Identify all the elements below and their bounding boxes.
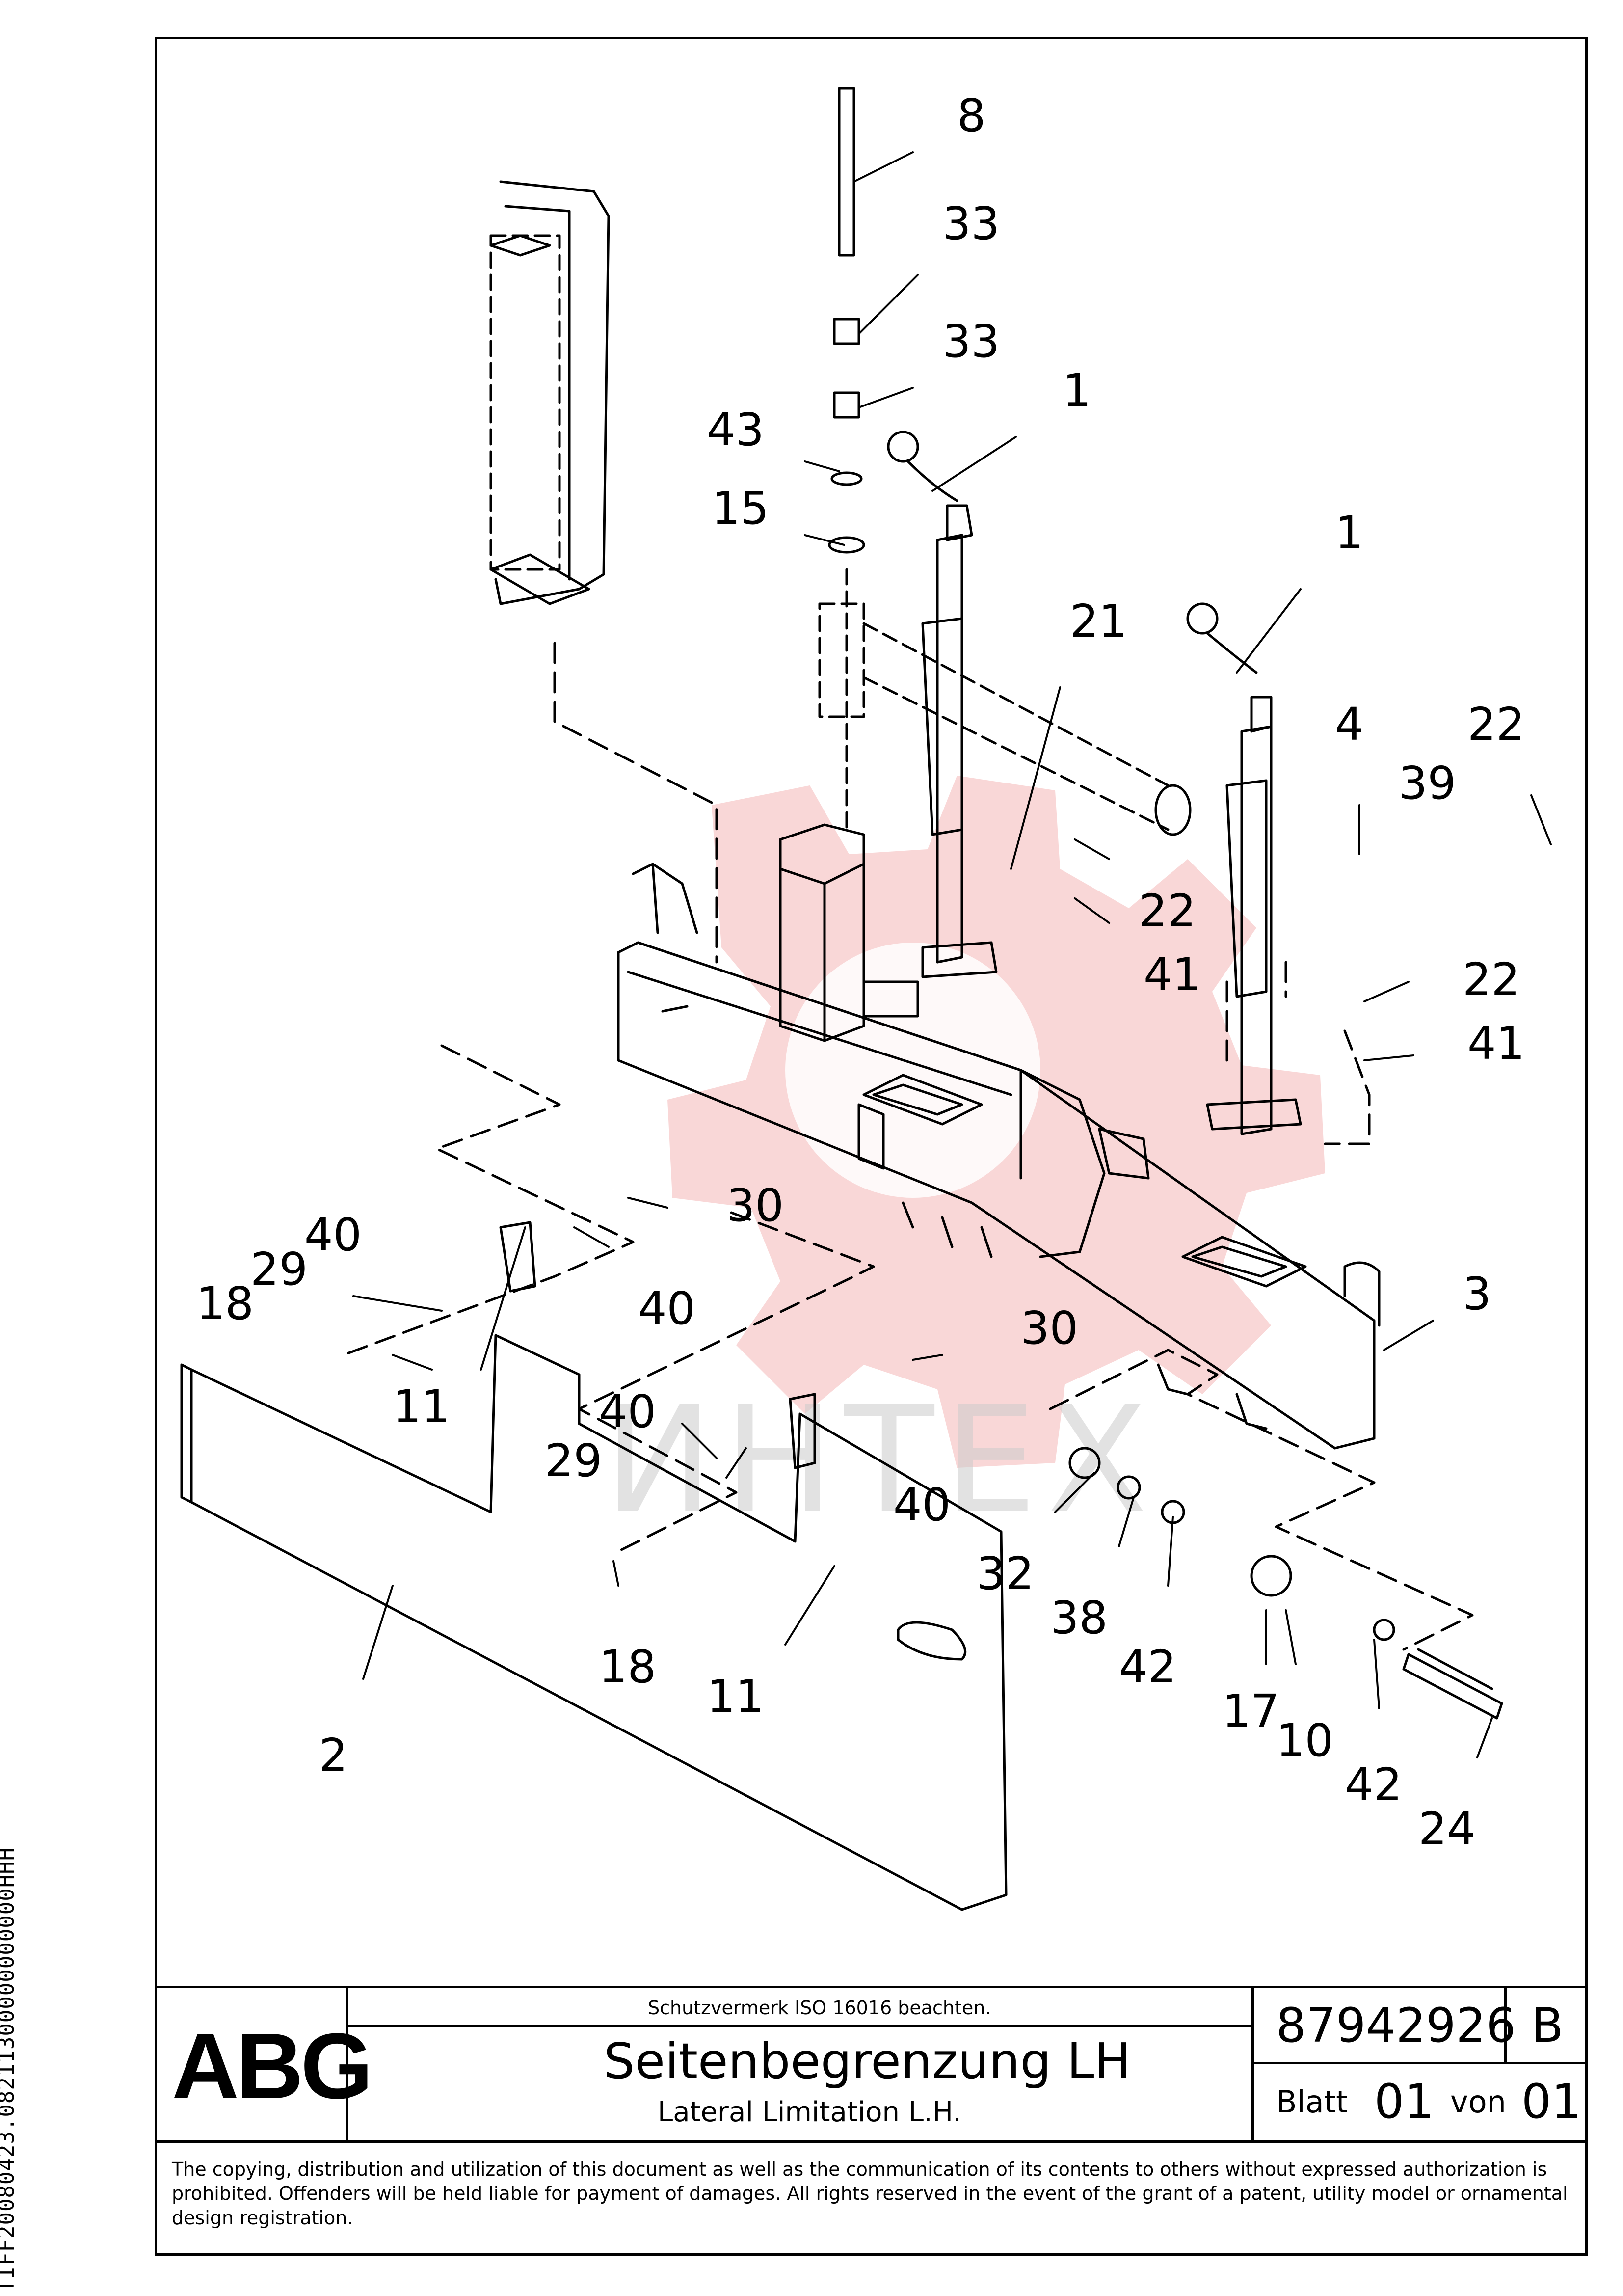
- title-en: Lateral Limitation L.H.: [658, 2096, 961, 2128]
- sheet-total: 01: [1521, 2074, 1582, 2129]
- part-number: 87942926: [1276, 1998, 1516, 2053]
- callout-40: 40: [304, 1209, 362, 1261]
- callout-15: 15: [712, 482, 770, 535]
- callout-39: 39: [1399, 757, 1457, 810]
- callout-41: 41: [1467, 1017, 1525, 1070]
- callout-33: 33: [942, 197, 1000, 250]
- title-block-part-divider: [1251, 1986, 1254, 2142]
- callout-43: 43: [707, 404, 765, 456]
- post-1: [887, 431, 998, 978]
- sheet-number: 01: [1374, 2074, 1435, 2129]
- callout-11: 11: [393, 1380, 451, 1433]
- callout-1: 1: [1063, 364, 1091, 417]
- guide-lines: [342, 642, 1474, 1651]
- callout-40: 40: [599, 1385, 657, 1438]
- callout-10: 10: [1276, 1714, 1334, 1767]
- callout-30: 30: [1021, 1302, 1079, 1354]
- callout-18: 18: [599, 1641, 657, 1693]
- callout-3: 3: [1463, 1268, 1491, 1320]
- callout-42: 42: [1119, 1641, 1177, 1693]
- callout-2: 2: [319, 1729, 348, 1782]
- title-block-copyright-line: [155, 2140, 1588, 2143]
- callout-22: 22: [1463, 953, 1520, 1006]
- callout-29: 29: [545, 1434, 603, 1487]
- leader-lines: [352, 151, 1552, 1758]
- pin-8: [828, 87, 865, 836]
- hinge-11: [499, 1221, 816, 1469]
- title-block-rev-divider: [1504, 1986, 1507, 2063]
- callout-33: 33: [942, 315, 1000, 368]
- callout-40: 40: [638, 1282, 696, 1335]
- loose-parts: [1068, 1447, 1503, 1720]
- callout-42: 42: [1345, 1758, 1403, 1811]
- of-label: von: [1450, 2084, 1506, 2120]
- drawing-frame: [155, 37, 1588, 2256]
- left-bracket: [489, 180, 610, 605]
- callout-30: 30: [726, 1179, 784, 1232]
- callout-4: 4: [1335, 698, 1364, 751]
- callout-1: 1: [1335, 507, 1364, 559]
- callout-11: 11: [707, 1670, 765, 1723]
- title-block-logo-divider: [346, 1986, 348, 2142]
- sheet-label: Blatt: [1276, 2084, 1348, 2120]
- watermark-text: ИНТЕХ: [604, 1375, 1158, 1546]
- callout-21: 21: [1070, 595, 1128, 648]
- callout-22: 22: [1467, 698, 1525, 751]
- title-de: Seitenbegrenzung LH: [604, 2032, 1131, 2090]
- callout-38: 38: [1050, 1592, 1108, 1644]
- callout-29: 29: [250, 1243, 308, 1296]
- title-block-top-line: [155, 1986, 1588, 1988]
- callout-32: 32: [977, 1547, 1035, 1600]
- callout-41: 41: [1144, 948, 1201, 1001]
- callout-22: 22: [1139, 885, 1197, 937]
- post-2: [1186, 602, 1302, 1135]
- callout-17: 17: [1222, 1685, 1280, 1737]
- callout-24: 24: [1418, 1803, 1476, 1855]
- callout-40: 40: [893, 1479, 951, 1531]
- protection-note: Schutzvermerk ISO 16016 beachten.: [648, 1997, 991, 2019]
- copyright-notice: The copying, distribution and utilizatio…: [172, 2159, 1568, 2229]
- revision: B: [1531, 1998, 1564, 2053]
- abg-logo: ABG: [172, 2014, 373, 2118]
- main-frame: [617, 863, 1381, 1450]
- center-post: [779, 602, 1192, 1042]
- callout-18: 18: [196, 1277, 254, 1330]
- callout-8: 8: [957, 89, 986, 142]
- plate-2: [180, 1334, 1008, 1911]
- title-block-note-line: [348, 2025, 1251, 2027]
- title-block-sheet-line: [1254, 2062, 1588, 2064]
